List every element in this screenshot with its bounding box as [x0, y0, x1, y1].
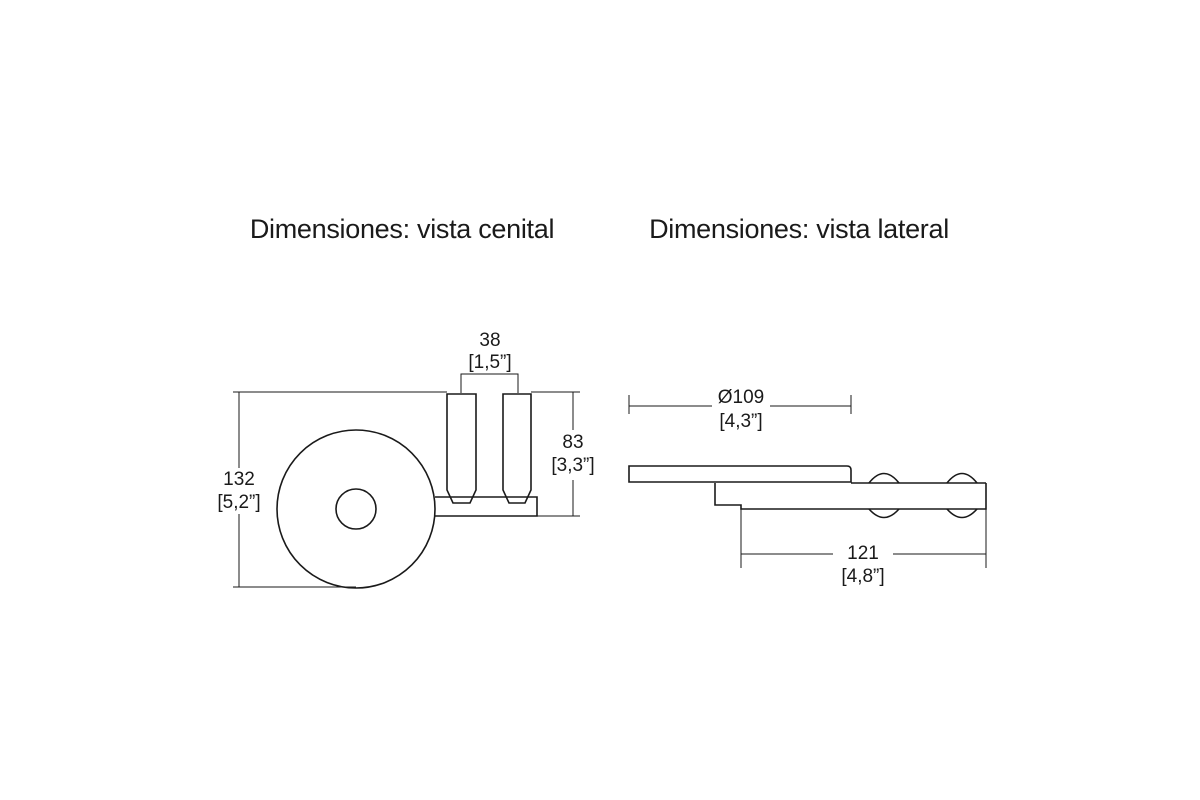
side-view: Ø109 [4,3”] 121 [4,8”]: [628, 387, 987, 587]
post-end-right: [946, 472, 978, 519]
dim-121-in: [4,8”]: [841, 566, 884, 587]
bracket-side: [714, 483, 987, 510]
dim-132-mm: 132: [223, 469, 255, 490]
dim-38-mm: 38: [479, 330, 500, 351]
dish-center-hole: [335, 488, 377, 530]
bracket-base: [435, 496, 538, 517]
dim-132-in: [5,2”]: [217, 492, 260, 513]
dim-109-mm: Ø109: [718, 387, 764, 408]
dim-121-mm: 121: [847, 543, 879, 564]
wall-post-left: [446, 393, 477, 504]
dim-83-in: [3,3”]: [551, 455, 594, 476]
wall-post-right: [502, 393, 532, 504]
dim-83-mm: 83: [562, 432, 583, 453]
top-view-title: Dimensiones: vista cenital: [250, 214, 554, 244]
dish-side: [628, 465, 852, 483]
side-view-title: Dimensiones: vista lateral: [649, 214, 949, 244]
dim-38-in: [1,5”]: [468, 352, 511, 373]
dish-outline: [276, 429, 436, 589]
top-view: 38 [1,5”] 132 [5,2”] 83 [3,3”]: [217, 330, 595, 589]
dim-109-in: [4,3”]: [719, 411, 762, 432]
dim-38-line: [460, 373, 519, 393]
post-end-left: [868, 472, 900, 519]
